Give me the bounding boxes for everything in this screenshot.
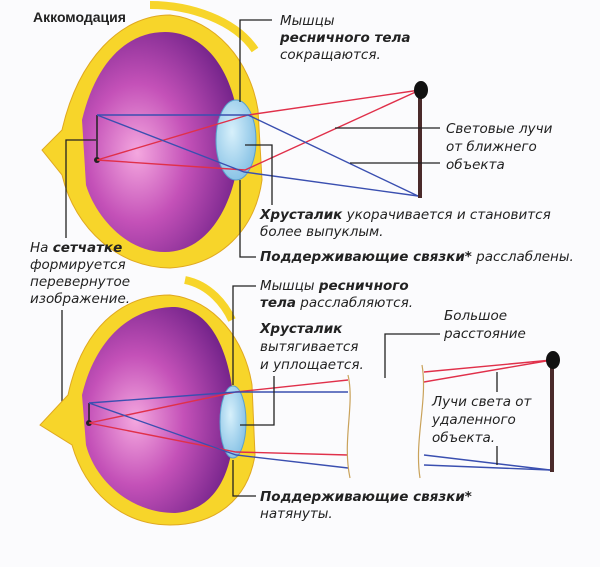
near-rays-label: Световые лучи от ближнего объекта: [446, 121, 557, 173]
eye-far: [39, 276, 256, 526]
retina-label: На сетчатке формируется перевернутое изо…: [30, 240, 134, 307]
far-lens-label: Хрусталик вытягивается и уплощается.: [259, 321, 364, 373]
far-ciliary-label: Мышцы ресничного тела расслабляются.: [260, 278, 413, 311]
break-line-left: [346, 374, 351, 479]
eye-near: [41, 1, 263, 269]
diagram-title: Аккомодация: [33, 9, 126, 25]
near-object-match: [414, 81, 428, 198]
distance-label: Большое расстояние: [443, 308, 526, 342]
near-lens-label: Хрусталик укорачивается и становится: [259, 207, 551, 223]
rays-far: [88, 359, 553, 479]
far-ligaments-label: Поддерживающие связки* натянуты.: [260, 489, 476, 522]
near-ligaments-label: Поддерживающие связки* расслаблены.: [260, 249, 574, 265]
lens-far: [219, 385, 247, 459]
near-ciliary-label: Мышцы ресничного тела сокращаются.: [279, 13, 415, 63]
rays-near: [96, 89, 421, 197]
lens-near: [215, 99, 257, 181]
break-line-right: [417, 364, 425, 479]
far-object-match: [546, 351, 560, 472]
far-rays-label: Лучи света от удаленного объекта.: [431, 394, 536, 446]
near-lens-label-2: более выпуклым.: [260, 224, 383, 240]
